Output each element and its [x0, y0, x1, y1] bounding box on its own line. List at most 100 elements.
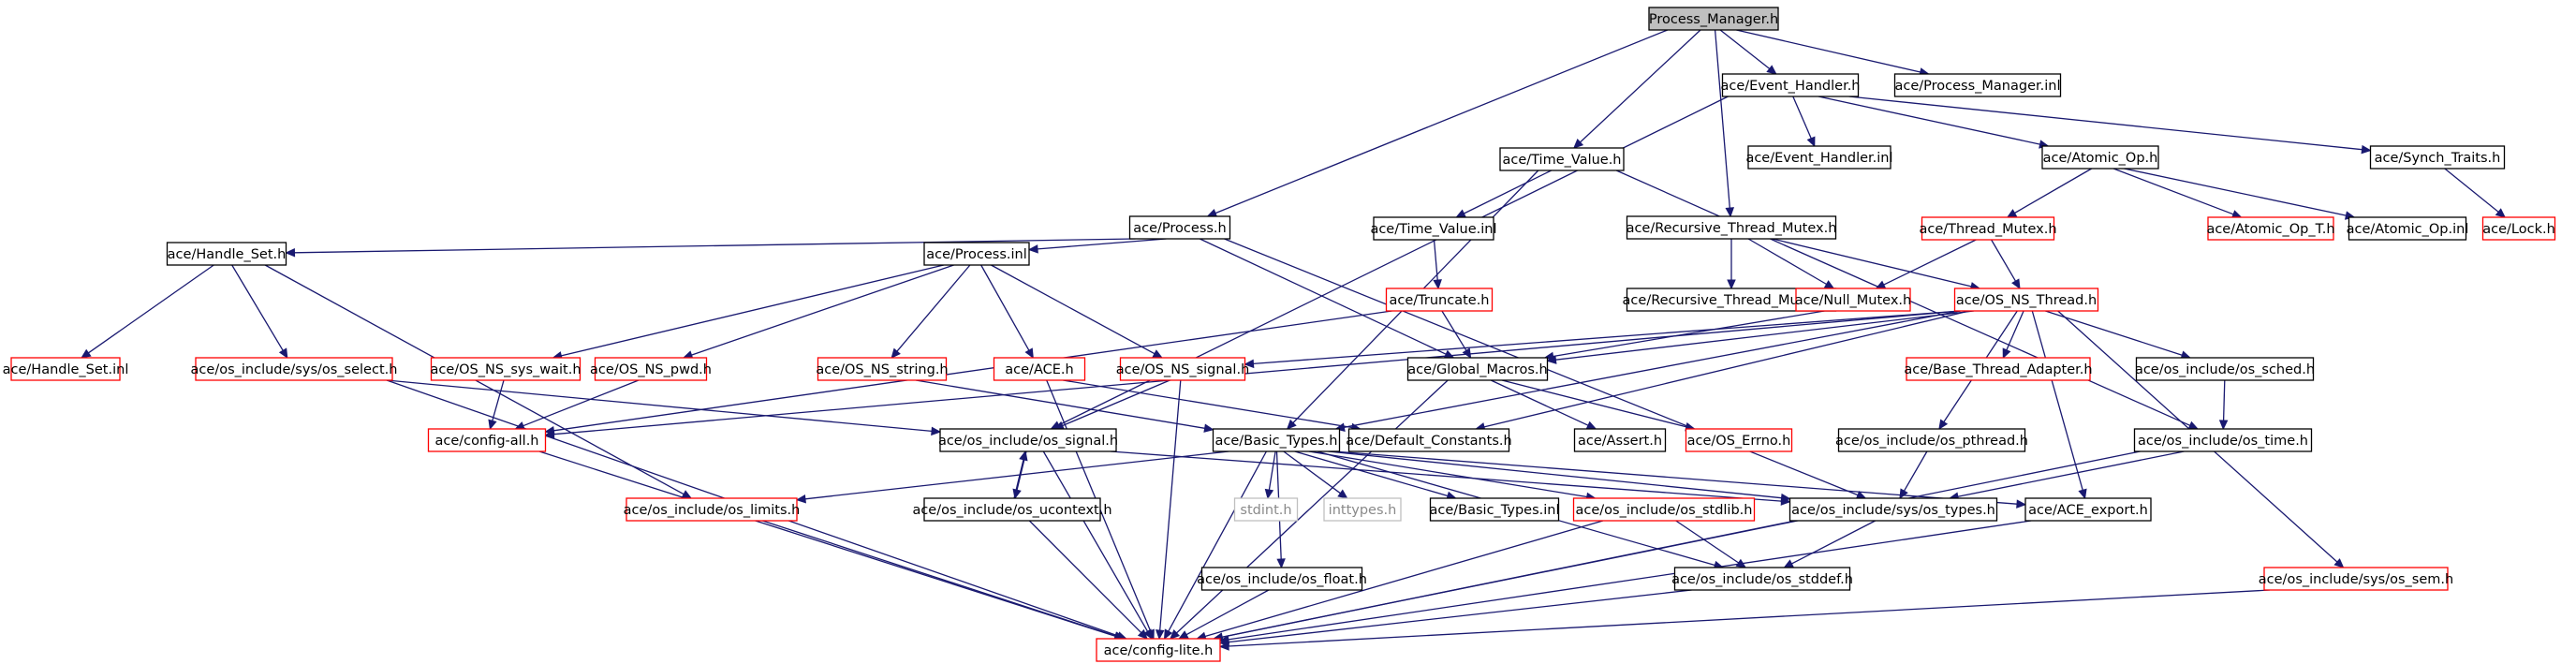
- node-n6[interactable]: ace/Synch_Traits.h: [2369, 145, 2506, 170]
- node-box: [166, 242, 287, 266]
- node-n22[interactable]: ace/OS_NS_sys_wait.h: [430, 357, 581, 381]
- node-n16[interactable]: ace/Truncate.h: [1385, 288, 1494, 312]
- node-n11[interactable]: ace/Atomic_Op_T.h: [2206, 216, 2335, 241]
- edge-arrowhead: [1203, 423, 1214, 433]
- node-n1[interactable]: ace/Event_Handler.h: [1720, 73, 1861, 97]
- dependency-edge: [1875, 239, 1977, 289]
- node-n4[interactable]: ace/Event_Handler.inl: [1745, 145, 1893, 170]
- node-n13[interactable]: ace/Lock.h: [2481, 216, 2556, 241]
- node-n31[interactable]: ace/os_include/os_signal.h: [938, 428, 1118, 452]
- edge-arrowhead: [2495, 208, 2507, 218]
- edge-line: [492, 379, 505, 421]
- edge-arrowhead: [1286, 419, 1297, 430]
- node-label: ace/os_include/sys/os_sem.h: [2259, 572, 2453, 587]
- dependency-edge: [1727, 239, 1736, 290]
- node-label: ace/os_include/sys/os_types.h: [1791, 503, 1995, 518]
- dependency-edge: [1433, 239, 1442, 290]
- dependency-edge: [682, 264, 954, 360]
- node-n35[interactable]: ace/OS_Errno.h: [1685, 428, 1793, 452]
- edge-arrowhead: [1455, 209, 1466, 218]
- dependency-edge: [1206, 29, 1669, 217]
- node-n25[interactable]: ace/ACE.h: [993, 357, 1086, 381]
- edge-arrowhead: [1143, 628, 1153, 641]
- node-n37[interactable]: ace/os_include/os_time.h: [2133, 428, 2313, 452]
- edge-line: [523, 379, 640, 427]
- node-box: [1721, 73, 1860, 97]
- node-n34[interactable]: ace/Assert.h: [1573, 428, 1667, 452]
- node-n10[interactable]: ace/Thread_Mutex.h: [1919, 216, 2057, 241]
- dependency-edge: [1783, 520, 1876, 568]
- node-n3[interactable]: ace/Time_Value.h: [1499, 147, 1625, 171]
- edge-line: [1433, 239, 1438, 281]
- node-n42[interactable]: ace/Basic_Types.inl: [1429, 497, 1560, 522]
- node-n26[interactable]: ace/OS_NS_signal.h: [1116, 357, 1250, 381]
- node-n29[interactable]: ace/os_include/os_sched.h: [2135, 357, 2315, 381]
- node-label: ace/Atomic_Op.h: [2043, 151, 2158, 166]
- node-n32[interactable]: ace/Basic_Types.h: [1212, 428, 1341, 452]
- node-n8[interactable]: ace/Time_Value.inl: [1370, 216, 1497, 241]
- edge-line: [1747, 238, 1827, 286]
- node-n24[interactable]: ace/OS_NS_string.h: [816, 357, 949, 381]
- node-n43[interactable]: ace/os_include/os_stdlib.h: [1572, 497, 1756, 522]
- edge-line: [1714, 29, 1730, 209]
- node-n49[interactable]: ace/config-lite.h: [1096, 638, 1221, 662]
- node-n28[interactable]: ace/Base_Thread_Adapter.h: [1904, 357, 2093, 381]
- node-n39[interactable]: ace/os_include/os_ucontext.h: [912, 497, 1112, 522]
- edge-line: [1333, 450, 2018, 505]
- node-n36[interactable]: ace/os_include/os_pthread.h: [1835, 428, 2028, 452]
- edge-line: [691, 264, 954, 356]
- node-label: ace/Default_Constants.h: [1346, 434, 1511, 449]
- node-box: [2024, 497, 2152, 522]
- edge-line: [1283, 450, 1341, 494]
- node-n21[interactable]: ace/os_include/sys/os_select.h: [191, 357, 398, 381]
- edge-line: [1028, 520, 1142, 634]
- node-n20[interactable]: ace/Handle_Set.inl: [3, 357, 129, 381]
- node-box: [2133, 428, 2313, 452]
- node-label: ace/config-lite.h: [1104, 643, 1214, 658]
- node-n5[interactable]: ace/Atomic_Op.h: [2041, 145, 2159, 170]
- node-box: [2041, 145, 2159, 170]
- node-n12[interactable]: ace/Atomic_Op.inl: [2347, 216, 2469, 241]
- node-label: ace/os_include/os_time.h: [2138, 434, 2308, 449]
- node-n30[interactable]: ace/config-all.h: [427, 428, 547, 452]
- node-n44[interactable]: ace/os_include/sys/os_types.h: [1788, 497, 1998, 522]
- node-n47[interactable]: ace/os_include/os_stddef.h: [1671, 567, 1853, 591]
- node-n38[interactable]: ace/os_include/os_limits.h: [624, 497, 801, 522]
- edge-line: [1719, 29, 1771, 69]
- node-label: ace/Null_Mutex.h: [1795, 293, 1911, 308]
- edge-arrowhead: [285, 248, 296, 258]
- node-n9[interactable]: ace/Recursive_Thread_Mutex.h: [1627, 215, 1837, 240]
- node-box: [923, 242, 1030, 266]
- edge-line: [1791, 520, 1876, 565]
- dependency-edge: [1213, 450, 2141, 642]
- node-label: ace/OS_NS_signal.h: [1116, 362, 1250, 377]
- edge-arrowhead: [1806, 136, 1816, 148]
- edge-line: [1013, 459, 1024, 499]
- node-n18[interactable]: ace/Null_Mutex.h: [1795, 288, 1911, 312]
- dependency-edge: [1028, 520, 1148, 640]
- dependency-edge: [1283, 450, 1348, 499]
- node-n46[interactable]: ace/os_include/os_float.h: [1197, 567, 1367, 591]
- node-n2[interactable]: ace/Process_Manager.inl: [1893, 73, 2062, 97]
- node-n27[interactable]: ace/Global_Macros.h: [1406, 357, 1549, 381]
- node-n48[interactable]: ace/os_include/sys/os_sem.h: [2259, 567, 2453, 591]
- node-n33[interactable]: ace/Default_Constants.h: [1346, 428, 1512, 452]
- node-n14[interactable]: ace/Handle_Set.h: [166, 242, 287, 266]
- node-box: [1788, 497, 1998, 522]
- node-n0[interactable]: Process_Manager.h: [1648, 7, 1779, 31]
- node-box: [1673, 567, 1851, 591]
- edge-line: [561, 264, 944, 357]
- node-n23[interactable]: ace/OS_NS_pwd.h: [590, 357, 712, 381]
- edge-arrowhead: [2361, 144, 2372, 155]
- dependency-edge: [915, 379, 1214, 433]
- dependency-edge: [1546, 310, 1975, 364]
- edge-line: [804, 450, 1229, 500]
- node-n15[interactable]: ace/Process.inl: [923, 242, 1030, 266]
- node-box: [1953, 288, 2099, 312]
- node-n19[interactable]: ace/OS_NS_Thread.h: [1953, 288, 2099, 312]
- edge-arrowhead: [1337, 489, 1348, 499]
- edge-line: [1848, 96, 2363, 151]
- dependency-edge: [1501, 379, 1696, 432]
- node-n7[interactable]: ace/Process.h: [1128, 215, 1231, 240]
- node-n45[interactable]: ace/ACE_export.h: [2024, 497, 2152, 522]
